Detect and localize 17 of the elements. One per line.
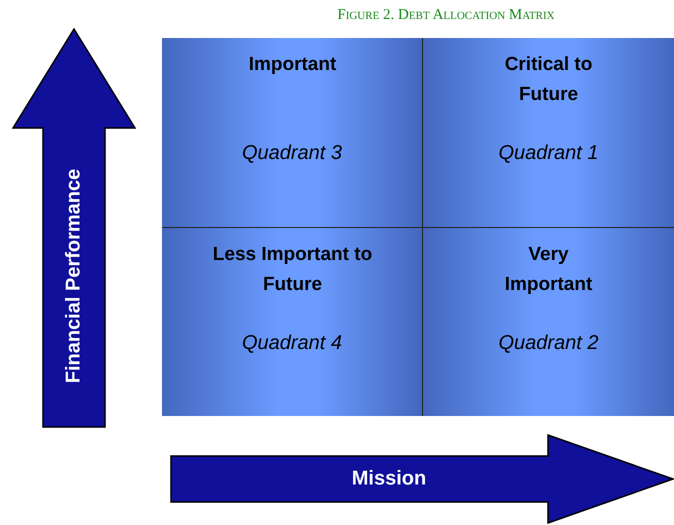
matrix-quadrant (423, 38, 674, 228)
axis-label: Financial Performance (62, 168, 86, 384)
quadrant-label: Quadrant 3 (240, 142, 344, 165)
matrix-quadrant (423, 228, 674, 416)
matrix-quadrant (162, 38, 423, 228)
quadrant-heading: Very Important (504, 243, 594, 297)
figure-title: Figure 2. Debt Allocation Matrix (336, 7, 556, 24)
quadrant-heading: Critical to Future (504, 53, 594, 107)
quadrant-label: Quadrant 4 (240, 332, 344, 355)
quadrant-heading: Important (248, 53, 338, 77)
quadrant-label: Quadrant 1 (497, 142, 600, 165)
quadrant-heading: Less Important to Future (212, 243, 374, 297)
axis-arrow (12, 28, 136, 428)
matrix-quadrant (162, 228, 423, 416)
axis-label: Mission (352, 468, 426, 490)
axis-arrow (170, 434, 674, 524)
quadrant-label: Quadrant 2 (497, 332, 600, 355)
